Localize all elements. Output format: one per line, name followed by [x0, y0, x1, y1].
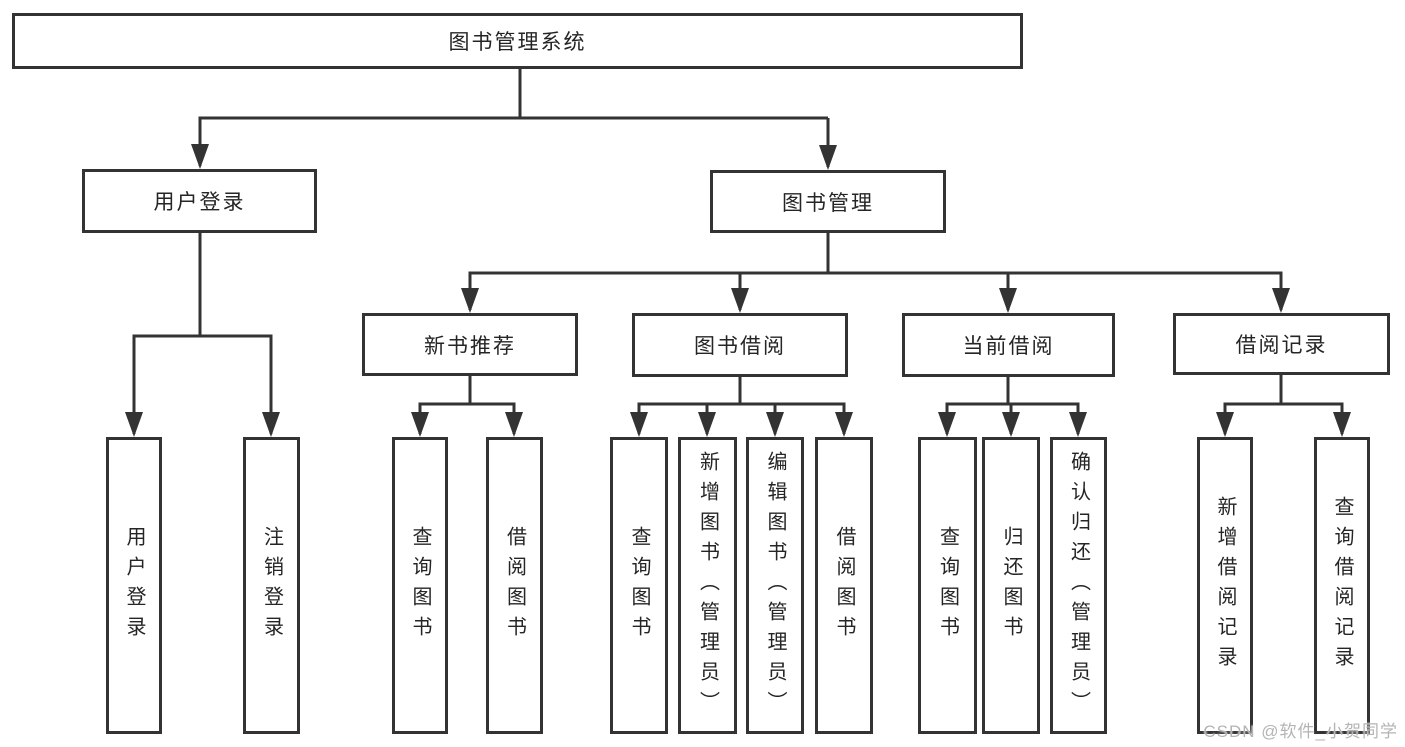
leaf-label: 查询图书 [936, 525, 959, 646]
leaf-label: 归还图书 [1000, 525, 1022, 646]
leaf-borrow-books: 借阅图书 [815, 437, 873, 734]
leaf-label: 新增借阅记录 [1214, 495, 1236, 676]
node-user-login: 用户登录 [82, 169, 317, 233]
leaf-logout: 注销登录 [243, 437, 300, 734]
leaf-label: 查询图书 [628, 525, 650, 646]
leaf-query-books-current: 查询图书 [918, 437, 977, 734]
leaf-query-books-recommend: 查询图书 [392, 437, 448, 734]
node-library-management-system: 图书管理系统 [12, 13, 1023, 69]
node-new-book-recommend: 新书推荐 [362, 313, 578, 376]
leaf-label: 新增图书（管理员） [696, 450, 719, 721]
leaf-user-login: 用户登录 [106, 437, 162, 734]
node-book-borrow: 图书借阅 [632, 313, 848, 377]
leaf-label: 确认归还（管理员） [1067, 450, 1090, 721]
node-book-management: 图书管理 [710, 170, 946, 233]
leaf-edit-books-admin: 编辑图书（管理员） [746, 437, 804, 734]
leaf-add-borrow-record: 新增借阅记录 [1197, 437, 1253, 734]
leaf-label: 查询图书 [409, 525, 431, 646]
connector-user-login-to-leaves [132, 233, 273, 434]
leaf-query-books-borrow: 查询图书 [610, 437, 668, 734]
leaf-label: 借阅图书 [833, 525, 855, 646]
arrowheads [125, 144, 1351, 437]
node-borrow-records: 借阅记录 [1173, 313, 1390, 375]
connector-root-to-branches [198, 69, 830, 167]
leaf-confirm-return-admin: 确认归还（管理员） [1050, 437, 1107, 734]
node-current-borrow: 当前借阅 [902, 313, 1115, 377]
connector-borrow-records-to-leaves [1223, 375, 1344, 434]
connector-book-borrow-to-leaves [637, 377, 846, 434]
connector-book-management-to-modules [468, 233, 1283, 310]
leaf-label: 借阅图书 [503, 525, 526, 646]
leaf-label: 注销登录 [260, 525, 283, 646]
leaf-add-books-admin: 新增图书（管理员） [678, 437, 737, 734]
connector-new-book-to-leaves [418, 376, 516, 434]
leaf-borrow-books-recommend: 借阅图书 [486, 437, 543, 734]
leaf-return-books: 归还图书 [982, 437, 1040, 734]
leaf-label: 查询借阅记录 [1331, 495, 1353, 676]
leaf-label: 用户登录 [123, 525, 145, 646]
csdn-watermark: CSDN @软件_小贺同学 [1203, 722, 1398, 741]
leaf-query-borrow-record: 查询借阅记录 [1314, 437, 1370, 734]
leaf-label: 编辑图书（管理员） [764, 450, 786, 721]
